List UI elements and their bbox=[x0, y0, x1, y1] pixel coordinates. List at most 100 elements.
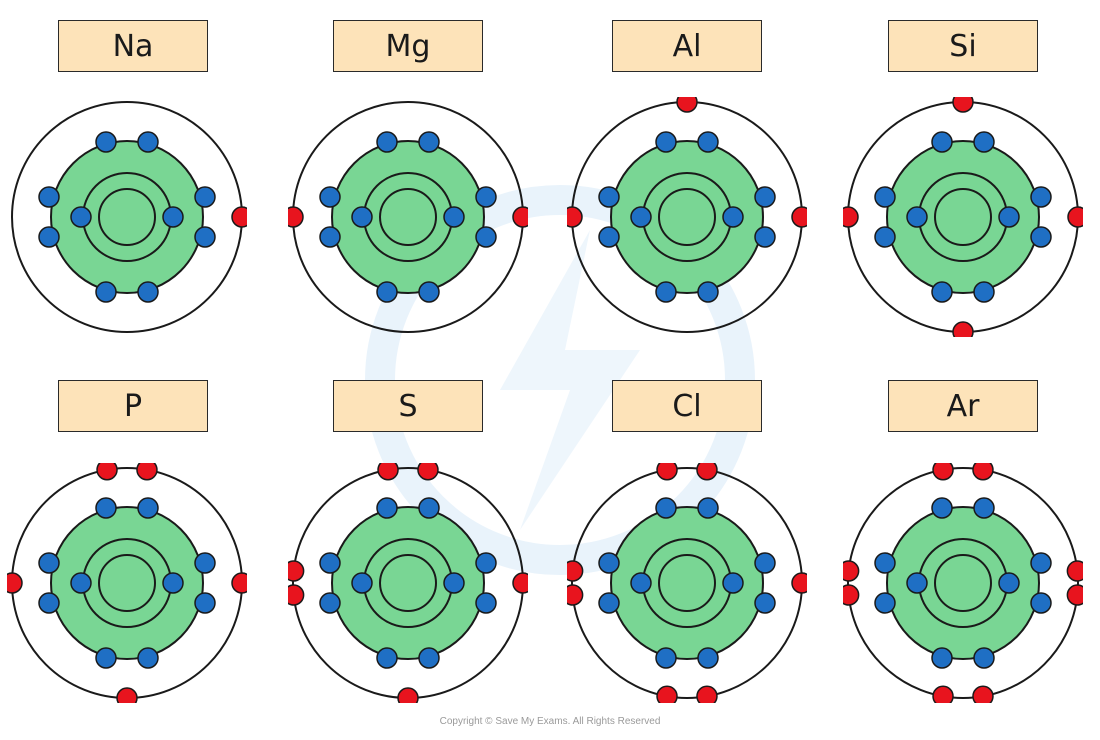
inner-shell-electron bbox=[475, 592, 497, 614]
inner-shell-electron bbox=[598, 592, 620, 614]
inner-shell-electron bbox=[162, 572, 184, 594]
element-label-na: Na bbox=[58, 20, 208, 72]
inner-shell-electron bbox=[655, 281, 677, 303]
outer-shell-electron bbox=[1067, 206, 1083, 228]
outer-shell-electron bbox=[288, 560, 305, 582]
outer-shell-electron bbox=[972, 463, 994, 481]
copyright-text: Copyright © Save My Exams. All Rights Re… bbox=[439, 716, 661, 727]
inner-shell-electron bbox=[351, 572, 373, 594]
inner-shell-electron bbox=[95, 647, 117, 669]
inner-shell-electron bbox=[906, 206, 928, 228]
outer-shell-electron bbox=[512, 206, 528, 228]
atom-diagram-p bbox=[7, 463, 247, 703]
outer-shell-electron bbox=[843, 584, 860, 606]
atom-diagram-al bbox=[567, 97, 807, 333]
outer-shell-electron bbox=[952, 97, 974, 113]
outer-shell-electron bbox=[656, 685, 678, 703]
nucleus bbox=[379, 188, 437, 246]
inner-shell-electron bbox=[1030, 186, 1052, 208]
atom-diagram-si bbox=[843, 97, 1083, 337]
inner-shell-electron bbox=[697, 281, 719, 303]
nucleus bbox=[934, 554, 992, 612]
outer-shell-ring bbox=[847, 467, 1079, 699]
inner-shell-electron bbox=[722, 206, 744, 228]
outer-shell-electron bbox=[7, 572, 23, 594]
inner-shell-electron bbox=[95, 281, 117, 303]
inner-shell-electron bbox=[655, 131, 677, 153]
inner-shell-electron bbox=[722, 572, 744, 594]
element-label-al: Al bbox=[612, 20, 762, 72]
atom-diagram-na bbox=[11, 101, 247, 333]
outer-shell-electron bbox=[377, 463, 399, 481]
element-label-ar: Ar bbox=[888, 380, 1038, 432]
outer-shell-electron bbox=[696, 463, 718, 481]
element-label-p: P bbox=[58, 380, 208, 432]
inner-shell-electron bbox=[598, 226, 620, 248]
inner-shell-electron bbox=[38, 592, 60, 614]
nucleus bbox=[98, 554, 156, 612]
inner-shell-electron bbox=[931, 281, 953, 303]
inner-shell-electron bbox=[137, 281, 159, 303]
outer-shell-electron bbox=[288, 206, 304, 228]
inner-shell-electron bbox=[418, 497, 440, 519]
nucleus bbox=[658, 188, 716, 246]
inner-shell-electron bbox=[598, 552, 620, 574]
outer-shell-electron bbox=[231, 572, 247, 594]
outer-shell-electron bbox=[116, 687, 138, 703]
inner-shell-electron bbox=[475, 226, 497, 248]
inner-shell-electron bbox=[418, 131, 440, 153]
outer-shell-electron bbox=[952, 321, 974, 337]
outer-shell-electron bbox=[231, 206, 247, 228]
inner-shell-electron bbox=[1030, 552, 1052, 574]
inner-shell-electron bbox=[973, 131, 995, 153]
inner-shell-electron bbox=[697, 131, 719, 153]
inner-shell-electron bbox=[137, 497, 159, 519]
inner-shell-electron bbox=[194, 226, 216, 248]
inner-shell-electron bbox=[655, 497, 677, 519]
outer-shell-electron bbox=[96, 463, 118, 481]
outer-shell-electron bbox=[1066, 584, 1083, 606]
element-label-s: S bbox=[333, 380, 483, 432]
outer-shell-electron bbox=[932, 463, 954, 481]
outer-shell-electron bbox=[417, 463, 439, 481]
outer-shell-electron bbox=[567, 206, 583, 228]
outer-shell-electron bbox=[136, 463, 158, 481]
outer-shell-electron bbox=[791, 572, 807, 594]
inner-shell-electron bbox=[475, 552, 497, 574]
element-label-cl: Cl bbox=[612, 380, 762, 432]
inner-shell-electron bbox=[697, 497, 719, 519]
inner-shell-electron bbox=[973, 497, 995, 519]
inner-shell-electron bbox=[376, 497, 398, 519]
outer-shell-electron bbox=[567, 584, 584, 606]
inner-shell-electron bbox=[38, 186, 60, 208]
atom-diagram-s bbox=[288, 463, 528, 703]
inner-shell-electron bbox=[70, 206, 92, 228]
inner-shell-electron bbox=[376, 131, 398, 153]
inner-shell-electron bbox=[319, 592, 341, 614]
inner-shell-electron bbox=[906, 572, 928, 594]
inner-shell-electron bbox=[598, 186, 620, 208]
inner-shell-electron bbox=[931, 647, 953, 669]
inner-shell-electron bbox=[1030, 226, 1052, 248]
outer-shell-electron bbox=[843, 206, 859, 228]
inner-shell-electron bbox=[70, 572, 92, 594]
inner-shell-electron bbox=[697, 647, 719, 669]
outer-shell-electron bbox=[1066, 560, 1083, 582]
atom-diagram-cl bbox=[567, 463, 807, 703]
inner-shell-electron bbox=[319, 186, 341, 208]
inner-shell-electron bbox=[194, 186, 216, 208]
inner-shell-electron bbox=[418, 281, 440, 303]
inner-shell-electron bbox=[630, 206, 652, 228]
inner-shell-electron bbox=[754, 226, 776, 248]
outer-shell-electron bbox=[676, 97, 698, 113]
inner-shell-electron bbox=[38, 226, 60, 248]
nucleus bbox=[98, 188, 156, 246]
inner-shell-electron bbox=[630, 572, 652, 594]
inner-shell-electron bbox=[376, 281, 398, 303]
outer-shell-electron bbox=[696, 685, 718, 703]
inner-shell-electron bbox=[874, 186, 896, 208]
inner-shell-electron bbox=[137, 647, 159, 669]
outer-shell-electron bbox=[932, 685, 954, 703]
inner-shell-electron bbox=[38, 552, 60, 574]
